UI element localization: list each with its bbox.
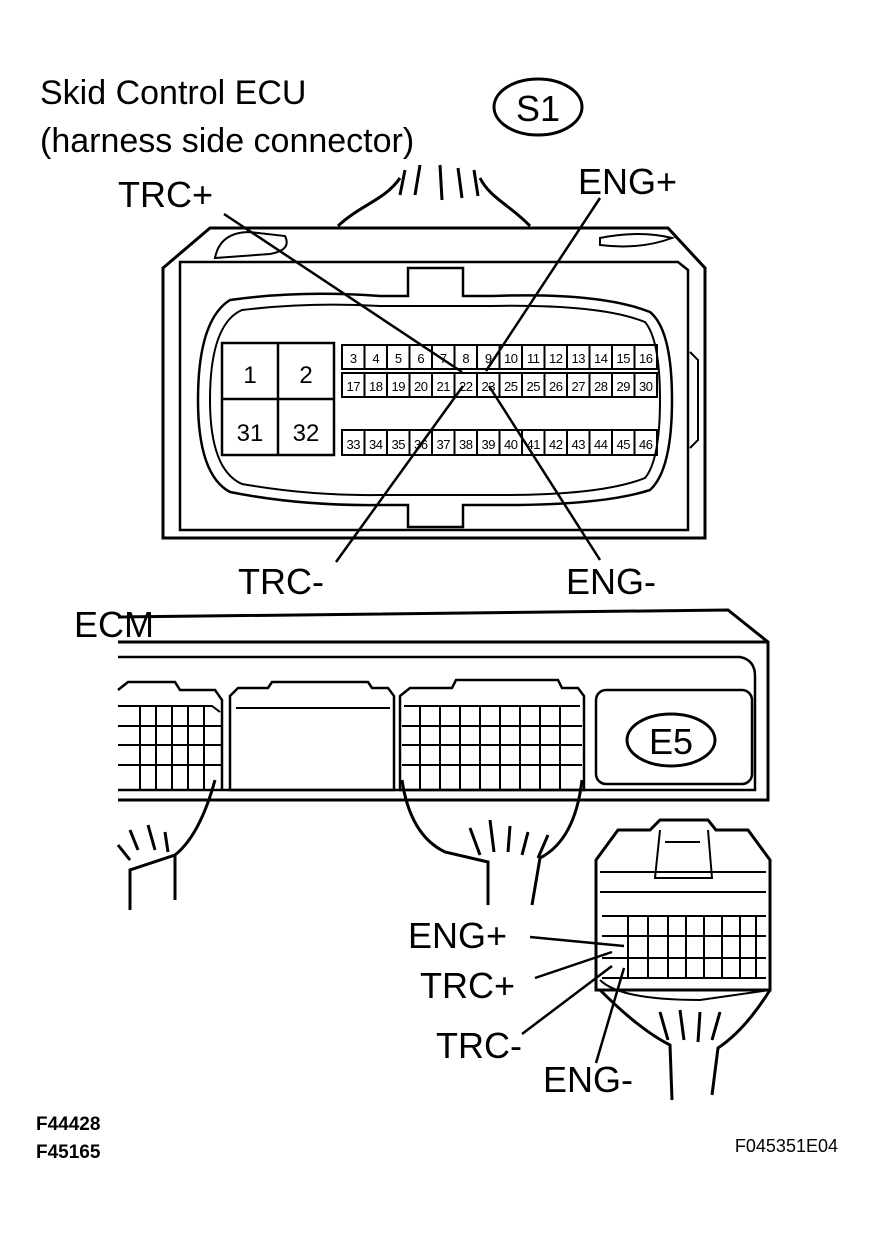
ecm-harness-connector xyxy=(594,818,772,1002)
big-pin-31: 31 xyxy=(237,420,264,447)
pin-number: 45 xyxy=(617,437,631,452)
pin-number: 20 xyxy=(414,379,428,394)
pin-number: 34 xyxy=(369,437,383,452)
big-pin-32: 32 xyxy=(293,420,320,447)
s1-code: S1 xyxy=(516,88,560,129)
pin-number: 29 xyxy=(617,379,631,394)
ecu-leader-lines xyxy=(223,197,602,563)
figure-code-1: F44428 xyxy=(36,1114,100,1135)
pin-number: 11 xyxy=(527,351,540,366)
big-pin-2: 2 xyxy=(299,362,312,389)
pin-number: 44 xyxy=(594,437,608,452)
pin-cell xyxy=(633,372,658,398)
ecm-harness-pin-grid xyxy=(602,915,766,979)
ecu-big-pin-block xyxy=(220,341,336,457)
ecm-leader-lines xyxy=(521,935,626,1064)
figure-ref: F045351E04 xyxy=(735,1136,838,1156)
pin-number: 35 xyxy=(392,437,406,452)
ecm-harness-lower-wires xyxy=(598,988,772,1101)
ecm-left-connector xyxy=(117,680,224,790)
s1-connector-badge: S1 xyxy=(492,77,584,137)
pin-number: 8 xyxy=(462,351,469,366)
pin-cell xyxy=(633,344,658,370)
figure-code-2: F45165 xyxy=(36,1142,101,1163)
ecm-label-trc-plus: TRC+ xyxy=(420,965,515,1006)
pin-number: 13 xyxy=(572,351,586,366)
pin-number: 46 xyxy=(639,437,653,452)
pin-number: 30 xyxy=(639,379,653,394)
pin-number: 15 xyxy=(617,351,631,366)
ecu-label-trc-plus: TRC+ xyxy=(118,174,213,215)
pin-number: 28 xyxy=(594,379,608,394)
pin-number: 10 xyxy=(504,351,518,366)
pin-number: 39 xyxy=(482,437,496,452)
ecm-center-connector xyxy=(228,680,396,792)
pin-number: 25 xyxy=(504,379,518,394)
ecm-leader-trc-plus xyxy=(534,950,613,980)
pin-number: 25 xyxy=(527,379,541,394)
pin-number: 9 xyxy=(485,351,492,366)
ecm-leader-trc-minus xyxy=(521,965,613,1035)
ecm-leader-eng-plus xyxy=(529,935,625,948)
diagram-title-line2: (harness side connector) xyxy=(40,122,414,160)
ecu-harness-wires xyxy=(336,164,532,228)
pin-number: 18 xyxy=(369,379,383,394)
pin-number: 3 xyxy=(350,351,357,366)
ecu-label-eng-plus: ENG+ xyxy=(578,161,677,202)
e5-code: E5 xyxy=(649,721,693,762)
pin-number: 27 xyxy=(572,379,586,394)
ecm-label-eng-minus: ENG- xyxy=(543,1059,633,1100)
diagram-title-line1: Skid Control ECU xyxy=(40,74,306,112)
pin-number: 12 xyxy=(549,351,563,366)
leader-trc-plus xyxy=(223,212,463,374)
pin-number: 37 xyxy=(437,437,451,452)
ecu-label-trc-minus: TRC- xyxy=(238,561,324,602)
pin-number: 38 xyxy=(459,437,473,452)
pin-number: 17 xyxy=(347,379,361,394)
leader-trc-minus xyxy=(334,385,465,563)
pin-cell xyxy=(633,429,658,456)
leader-eng-minus xyxy=(487,385,602,561)
pin-number: 6 xyxy=(417,351,424,366)
pin-number: 42 xyxy=(549,437,563,452)
pin-number: 26 xyxy=(549,379,563,394)
pin-number: 14 xyxy=(594,351,608,366)
pin-number: 21 xyxy=(437,379,451,394)
pin-number: 19 xyxy=(392,379,406,394)
ecm-label: ECM xyxy=(74,604,154,645)
pin-number: 33 xyxy=(347,437,361,452)
ecm-body xyxy=(117,608,770,802)
ecm-right-connector xyxy=(398,678,586,792)
ecm-e5-box: E5 xyxy=(594,688,754,786)
leader-eng-plus xyxy=(484,197,602,372)
pin-number: 4 xyxy=(372,351,379,366)
ecm-label-trc-minus: TRC- xyxy=(436,1025,522,1066)
pin-number: 16 xyxy=(639,351,653,366)
ecm-label-eng-plus: ENG+ xyxy=(408,915,507,956)
pin-number: 22 xyxy=(459,379,473,394)
ecm-harness-wires xyxy=(116,779,584,910)
pin-number: 40 xyxy=(504,437,518,452)
ecm-leader-eng-minus xyxy=(594,967,626,1064)
pin-number: 43 xyxy=(572,437,586,452)
big-pin-1: 1 xyxy=(243,362,256,389)
ecu-connector-body xyxy=(161,226,707,540)
ecu-label-eng-minus: ENG- xyxy=(566,561,656,602)
pin-number: 5 xyxy=(395,351,402,366)
